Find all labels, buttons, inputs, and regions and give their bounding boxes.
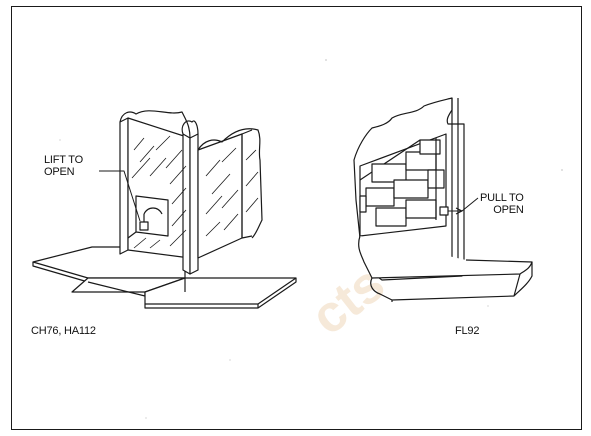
left-caption: CH76, HA112 — [31, 325, 96, 337]
left-fire-opening — [127, 195, 169, 239]
right-pilaster — [451, 98, 459, 262]
pull-to-open-line2: OPEN — [493, 204, 524, 216]
pull-to-open-line1: PULL TO — [480, 192, 524, 204]
pull-handle — [439, 206, 449, 216]
lift-to-open-leader — [99, 170, 141, 222]
scan-specks — [59, 59, 563, 419]
right-firebox — [359, 133, 447, 237]
lift-to-open-label: LIFT TO OPEN — [44, 154, 83, 178]
right-caption: FL92 — [455, 325, 480, 337]
left-hearth-slabs — [32, 246, 297, 309]
left-fireplace-drawing — [32, 110, 297, 309]
pull-to-open-label: PULL TO OPEN — [480, 192, 524, 216]
figure-frame — [11, 6, 582, 430]
right-hearth-slab — [358, 235, 533, 302]
left-back-wall — [119, 110, 199, 275]
left-wall-hatching — [131, 135, 259, 249]
right-fireplace-drawing — [353, 97, 533, 302]
lift-to-open-line1: LIFT TO — [44, 154, 83, 166]
lift-to-open-line2: OPEN — [44, 166, 75, 178]
left-side-wall — [197, 128, 263, 259]
